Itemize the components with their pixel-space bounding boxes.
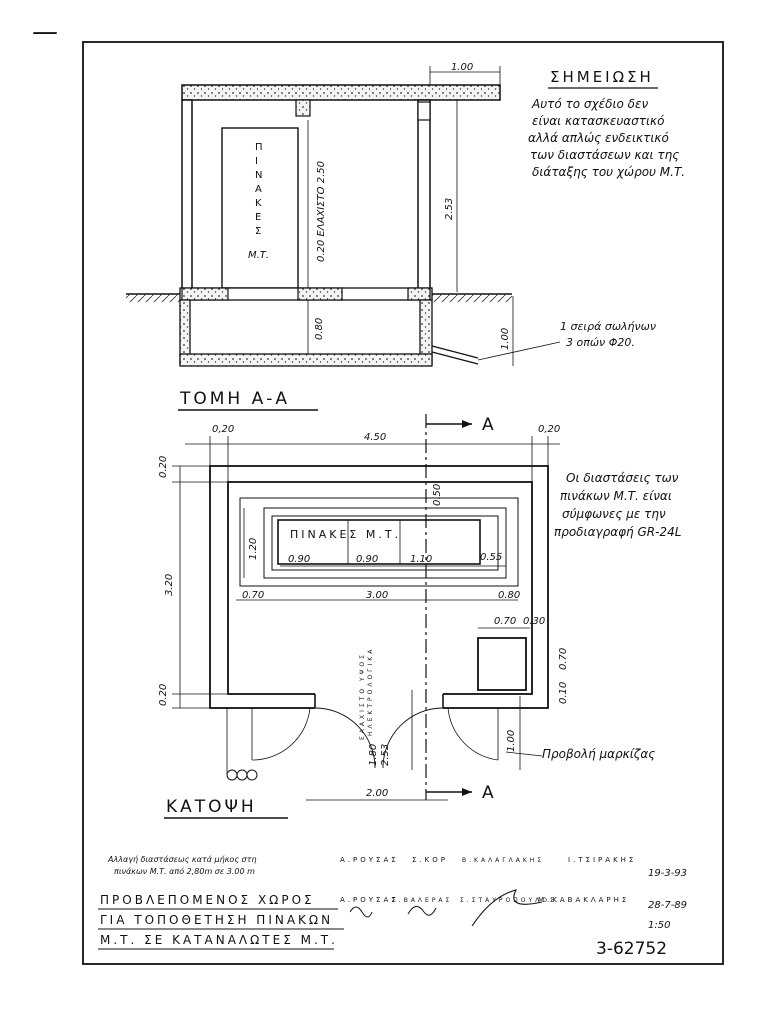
- dim-section-top: 1.00: [451, 62, 473, 73]
- plan-view: ΠΙΝΑΚΕΣ Μ.Τ. A A: [158, 414, 681, 819]
- panels-block: [277, 519, 481, 565]
- note-line-1: Αυτό το σχέδιο δεν: [531, 97, 648, 111]
- left-wall: [181, 99, 193, 293]
- panel-letter: Ν: [255, 170, 265, 181]
- panels-note-4: προδιαγραφή GR-24L: [554, 525, 681, 539]
- panel-letter: Σ: [255, 226, 264, 237]
- dim-door-200: 2.00: [366, 788, 388, 799]
- panel-letter: Π: [255, 142, 266, 153]
- panels-note-3: σύμφωνες με την: [562, 507, 666, 521]
- dim-070-side: 0.70: [558, 648, 569, 670]
- date-1: 19-3-93: [648, 868, 687, 879]
- section-title: ΤΟΜΗ Α-Α: [179, 389, 290, 409]
- equipment-box: [477, 637, 527, 691]
- panel-label: Π Ι Ν Α Κ Ε Σ Μ.Τ.: [248, 142, 269, 261]
- pipe-circle: [236, 769, 248, 781]
- panels-label: ΠΙΝΑΚΕΣ Μ.Τ.: [290, 528, 401, 541]
- roof-beam: [295, 99, 311, 117]
- door-label-1: ΕΛΑΧΙΣΤΟ ΥΨΟΣ: [359, 652, 366, 740]
- pipe-circle: [226, 769, 238, 781]
- note-line-4: των διαστάσεων και της: [530, 148, 679, 162]
- section-view: 1.00 0.20 ΕΛΑΧΙΣΤΟ 2.50 2.53 0.80 1.00 Π…: [126, 62, 656, 411]
- inner-wall: [227, 481, 533, 695]
- revision-note-1: Αλλαγή διαστάσεως κατά μήκος στη: [107, 855, 257, 864]
- title-line-3: Μ.Τ. ΣΕ ΚΑΤΑΝΑΛΩΤΕΣ Μ.Τ.: [100, 933, 338, 947]
- dim-070-small: 0.70: [494, 616, 516, 627]
- basement-floor: [179, 353, 433, 367]
- panels-note-2: πινάκων Μ.Τ. είναι: [560, 489, 672, 503]
- revision-note-2: πινάκων Μ.Τ. από 2,80m σε 3.00 m: [114, 866, 255, 876]
- scale: 1:50: [648, 920, 670, 931]
- panel-letter: Κ: [255, 198, 265, 209]
- drawing-number: 3-62752: [596, 939, 667, 959]
- dim-door-100: 1.00: [506, 730, 517, 752]
- panel-letter: Ι: [255, 156, 261, 167]
- section-marker-top: A: [482, 415, 497, 435]
- panel-mt: Μ.Τ.: [248, 250, 269, 261]
- dim-253: 2.53: [380, 744, 391, 766]
- pipe: [431, 345, 479, 359]
- note-block: ΣΗΜΕΙΩΣΗ Αυτό το σχέδιο δεν είναι κατασκ…: [528, 68, 685, 179]
- dim-300: 3.00: [366, 590, 388, 601]
- dim-030: 0.30: [523, 616, 545, 627]
- top-dash: —: [32, 17, 58, 47]
- dim-070: 0.70: [242, 590, 264, 601]
- sig-r2-2: Σ.ΒΑΛΕΡΑΣ: [392, 897, 452, 904]
- dim-010: 0.10: [558, 682, 569, 704]
- note-line-2: είναι κατασκευαστικό: [532, 114, 664, 128]
- dim-090-a: 0.90: [288, 554, 310, 565]
- title-block: Αλλαγή διαστάσεως κατά μήκος στη πινάκων…: [98, 855, 687, 959]
- dim-120: 1.20: [248, 538, 259, 560]
- panels-note-1: Οι διαστάσεις των: [566, 471, 679, 485]
- plan-title: ΚΑΤΟΨΗ: [166, 797, 257, 817]
- sig-r1-3: Β.ΚΑΛΑΓΛΑΚΗΣ: [462, 857, 544, 864]
- section-marker-bottom: A: [482, 783, 497, 803]
- door-label-2: ΗΛΕΚΤΡΟΛΟΓΙΚΑ: [367, 647, 374, 736]
- dim-top-020: 0.20: [158, 456, 169, 478]
- title-line-1: ΠΡΟΒΛΕΠΟΜΕΝΟΣ ΧΩΡΟΣ: [100, 893, 315, 907]
- signature-mark: [407, 906, 437, 916]
- dim-section-080: 0.80: [314, 318, 325, 340]
- note-title: ΣΗΜΕΙΩΣΗ: [550, 68, 654, 86]
- dim-section-height: 0.20 ΕΛΑΧΙΣΤΟ 2.50: [316, 161, 327, 262]
- dim-right-020: 0,20: [538, 424, 560, 435]
- signature-mark: [471, 889, 543, 927]
- sig-r2-3: Σ.ΣΤΑΥΡΟΠΟΥΛΟΣ: [460, 897, 557, 904]
- pipes-note-2: 3 οπών Φ20.: [566, 336, 635, 349]
- sheet-border: [82, 41, 724, 965]
- dim-height-320: 3.20: [164, 574, 175, 596]
- panel-letter: Ε: [255, 212, 264, 223]
- dim-section-100: 1.00: [500, 328, 511, 350]
- dim-left-020: 0,20: [212, 424, 234, 435]
- pipes-note-1: 1 σειρά σωλήνων: [560, 320, 656, 333]
- note-line-3: αλλά απλώς ενδεικτικό: [528, 131, 669, 145]
- pipe-circle: [246, 769, 258, 781]
- sig-r2-1: Α.ΡΟΥΣΑΣ: [340, 896, 399, 904]
- panel-letter: Α: [255, 184, 265, 195]
- sig-r1-4: Ι.ΤΣΙΡΑΚΗΣ: [568, 856, 636, 864]
- title-line-2: ΓΙΑ ΤΟΠΟΘΕΤΗΣΗ ΠΙΝΑΚΩΝ: [100, 913, 333, 927]
- note-line-5: διάταξης του χώρου Μ.Τ.: [532, 165, 685, 179]
- date-2: 28-7-89: [648, 900, 687, 911]
- dim-total-width: 4.50: [364, 432, 386, 443]
- sig-r1-2: Σ.ΚΟΡ: [412, 856, 448, 864]
- sig-r1-1: Α.ΡΟΥΣΑΣ: [340, 856, 399, 864]
- panel-area: [239, 497, 519, 587]
- dim-055: 0.55: [480, 552, 502, 563]
- sig-r2-4: Μ.ΚΑΒΑΚΛΑΡΗΣ: [538, 896, 629, 904]
- outer-wall: [209, 465, 549, 709]
- dim-050: 0.50: [432, 484, 443, 506]
- dim-180: 1.80: [368, 744, 379, 766]
- right-wall: [417, 99, 431, 293]
- dim-bottom-020: 0.20: [158, 684, 169, 706]
- roof-slab: [181, 84, 501, 101]
- signature-mark: [349, 906, 373, 918]
- dim-110: 1.10: [410, 554, 432, 565]
- dim-080: 0.80: [498, 590, 520, 601]
- canopy-note: Προβολή μαρκίζας: [542, 747, 655, 761]
- dim-090-b: 0.90: [356, 554, 378, 565]
- dim-section-253: 2.53: [444, 198, 455, 220]
